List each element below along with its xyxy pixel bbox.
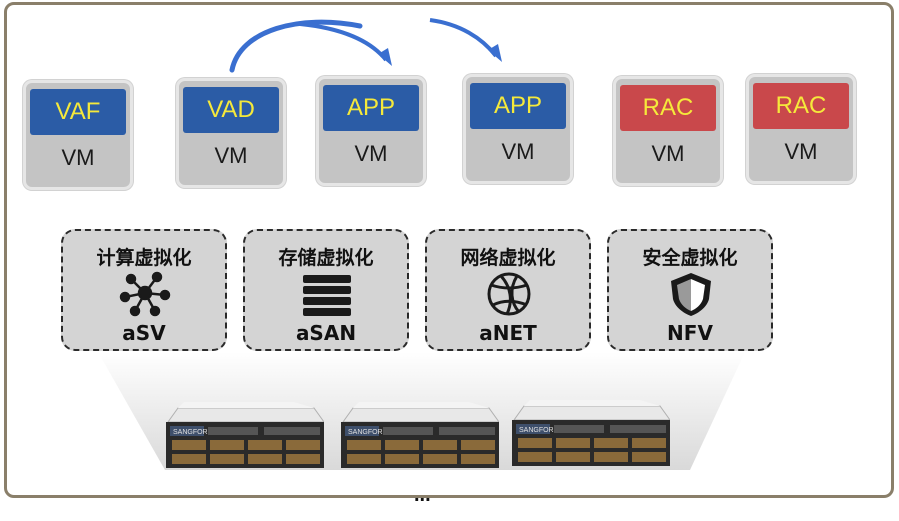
network-nodes-icon [119,271,171,317]
virtualization-title: 计算虚拟化 [96,247,192,269]
vm-card: RAC VM [613,76,723,186]
shield-icon [671,273,711,316]
virtualization-box-storage: 存储虚拟化 aSAN [243,229,409,351]
more-servers-ellipsis: ... [414,484,431,506]
vm-card: VAF VM [23,80,133,190]
vm-card: VAD VM [176,78,286,188]
vm-label: VM [354,141,388,166]
vm-card: APP VM [463,74,573,184]
migration-arrow-back [229,19,363,73]
storage-stack-icon [303,275,351,316]
server-brand: SANGFOR [173,429,208,436]
virtualization-box-compute: 计算虚拟化 aSV [61,229,227,351]
vm-tag: VAF [30,89,126,135]
vm-tag: VAD [183,87,279,133]
arrowhead-app2 [488,44,502,62]
virtualization-box-security: 安全虚拟化 NFV [607,229,773,351]
arrowhead-app1 [378,48,392,66]
virtualization-name: aSAN [295,321,357,345]
virtualization-title: 存储虚拟化 [278,247,374,269]
migration-arrow-to-app1 [299,22,388,62]
vm-label: VM [651,141,685,166]
vm-label: VM [214,143,248,168]
vm-tag: APP [323,85,419,131]
vm-card: RAC VM [746,74,856,184]
vm-label: VM [61,145,95,170]
vm-label: VM [501,139,535,164]
server-brand: SANGFOR [348,429,383,436]
virtualization-name: NFV [667,321,713,345]
virtualization-name: aSV [122,321,166,345]
virtualization-title: 网络虚拟化 [460,247,556,269]
virtualization-title: 安全虚拟化 [642,247,738,269]
vm-tag: RAC [620,85,716,131]
virtualization-name: aNET [479,321,537,345]
vm-card: APP VM [316,76,426,186]
server-rack: SANGFOR [341,402,499,468]
vm-tag: RAC [753,83,849,129]
network-globe-icon [487,272,531,316]
server-brand: SANGFOR [519,427,554,434]
vm-label: VM [784,139,818,164]
vm-tag: APP [470,83,566,129]
server-rack: SANGFOR [166,402,324,468]
virtualization-box-network: 网络虚拟化 aNET [425,229,591,351]
server-rack: SANGFOR [512,400,670,466]
migration-arrow-to-app2 [429,18,498,58]
